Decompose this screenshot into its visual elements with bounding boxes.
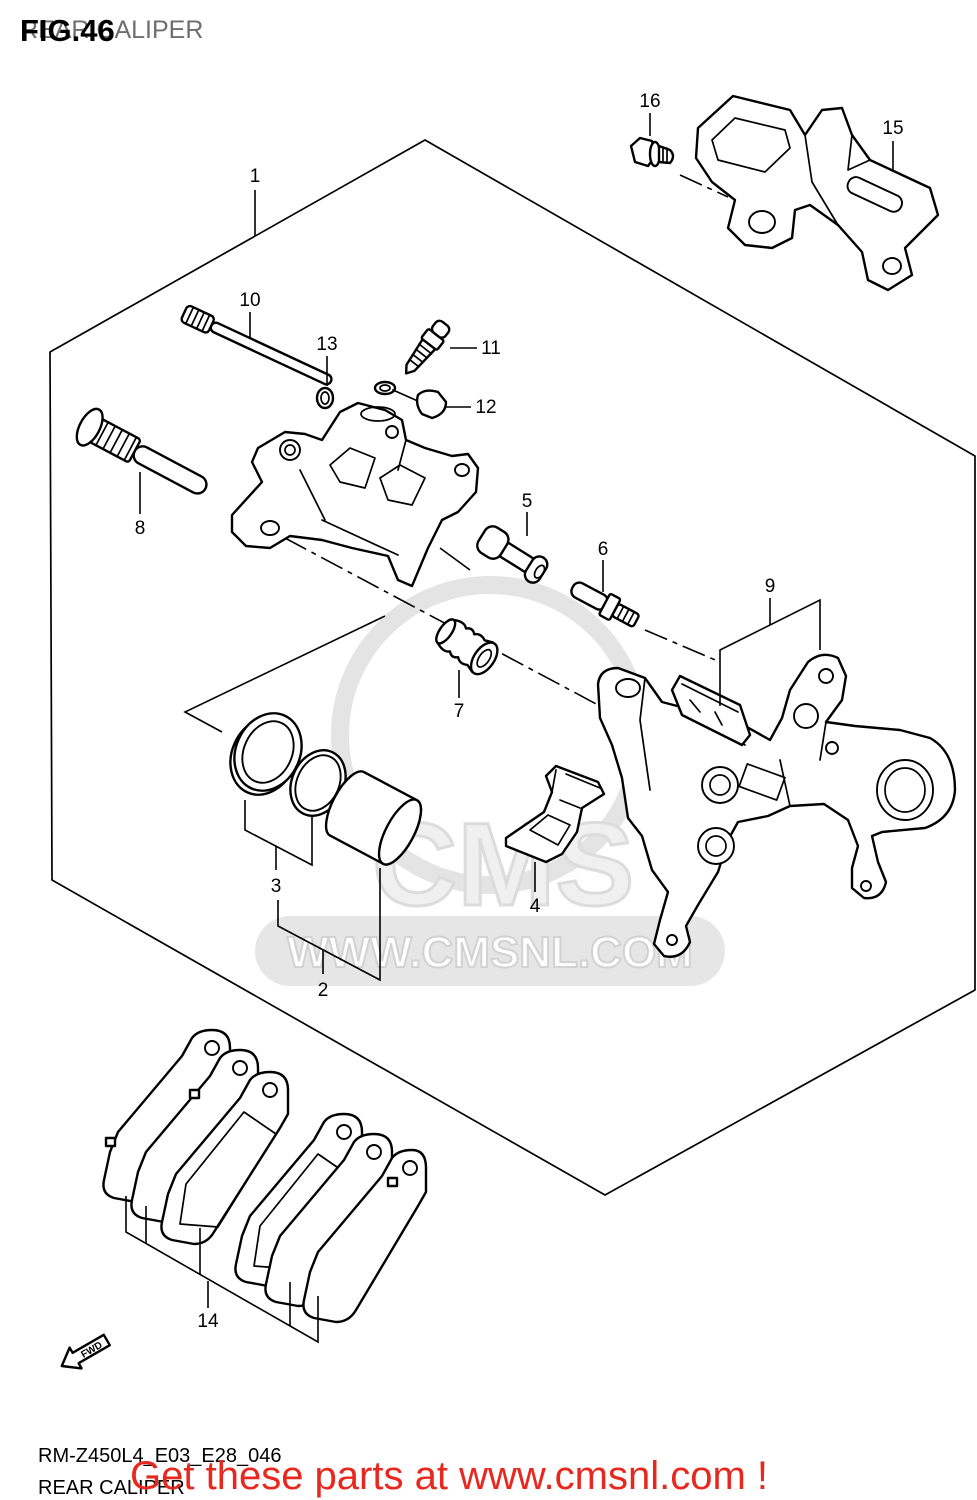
watermark-url-text: WWW.CMSNL.COM <box>287 928 693 977</box>
brake-pad-1 <box>160 1070 290 1246</box>
callout-13: 13 <box>316 334 337 355</box>
callout-10: 10 <box>239 290 260 311</box>
part-16-drawing <box>629 136 675 168</box>
part-2-drawing <box>324 770 423 866</box>
promo-banner-link[interactable]: Get these parts at www.cmsnl.com ! <box>130 1454 768 1498</box>
callout-6: 6 <box>598 539 609 560</box>
dashed-axis-pin-bracket <box>644 629 721 663</box>
brake-pad-plate-3 <box>234 1112 364 1288</box>
fwd-arrow-icon: FWD <box>60 1333 111 1370</box>
dashed-axis-bracket-bolt <box>679 174 729 198</box>
bracket-line-3 <box>244 800 313 867</box>
part-10-drawing <box>180 304 333 386</box>
callout-2: 2 <box>318 980 329 1001</box>
brake-pad-2 <box>302 1148 428 1324</box>
part-11-drawing <box>404 319 451 375</box>
callout-3: 3 <box>271 876 282 897</box>
brake-pad-plate-2 <box>130 1048 260 1224</box>
diagram-code: RM-Z450L4_E03_E28_046 <box>38 1445 282 1467</box>
watermark-band <box>255 916 725 986</box>
callout-16: 16 <box>639 91 660 112</box>
brake-pad-plate-1 <box>102 1028 232 1204</box>
fwd-label: FWD <box>79 1340 104 1361</box>
part-15-drawing <box>694 94 940 292</box>
callout-14: 14 <box>197 1311 219 1332</box>
part-6-drawing <box>570 581 640 628</box>
part-14-drawing <box>102 1028 428 1324</box>
callout-11: 11 <box>481 338 501 359</box>
callout-1: 1 <box>250 166 261 187</box>
brake-pad-plate-4 <box>264 1132 394 1308</box>
reference-line-right <box>439 547 471 571</box>
reference-line-left <box>183 615 386 733</box>
bracket-line-9 <box>719 598 821 706</box>
footer-title: REAR CALIPER <box>38 1477 185 1499</box>
callout-7: 7 <box>454 701 465 722</box>
bracket-line-2 <box>277 868 381 982</box>
callout-8: 8 <box>135 518 146 539</box>
callout-5: 5 <box>522 491 533 512</box>
part-4-drawing <box>504 764 606 864</box>
callout-12: 12 <box>475 397 496 418</box>
part-12-drawing <box>373 380 448 420</box>
part-5-drawing <box>476 525 549 584</box>
assembly-outline-box <box>49 139 976 1196</box>
part-3-drawing <box>229 712 347 817</box>
part-7-drawing <box>435 618 499 676</box>
bracket-line-14 <box>125 1196 319 1344</box>
alignment-lines <box>183 174 729 733</box>
figure-number: FIG.46 <box>20 13 115 48</box>
callout-9: 9 <box>765 576 776 597</box>
leader-lines <box>125 113 894 1344</box>
dashed-axis-caliper-bracket <box>284 537 601 707</box>
callout-4: 4 <box>530 896 541 917</box>
callout-15: 15 <box>882 118 903 139</box>
callouts: 1 2 3 4 5 6 7 8 9 10 11 12 13 14 15 16 <box>135 91 904 1332</box>
header-title: REAR CALIPER <box>20 16 203 44</box>
caliper-body-drawing <box>230 401 480 588</box>
part-9-drawing <box>596 653 957 958</box>
part-13-drawing <box>315 386 335 410</box>
part-8-drawing <box>75 407 208 495</box>
